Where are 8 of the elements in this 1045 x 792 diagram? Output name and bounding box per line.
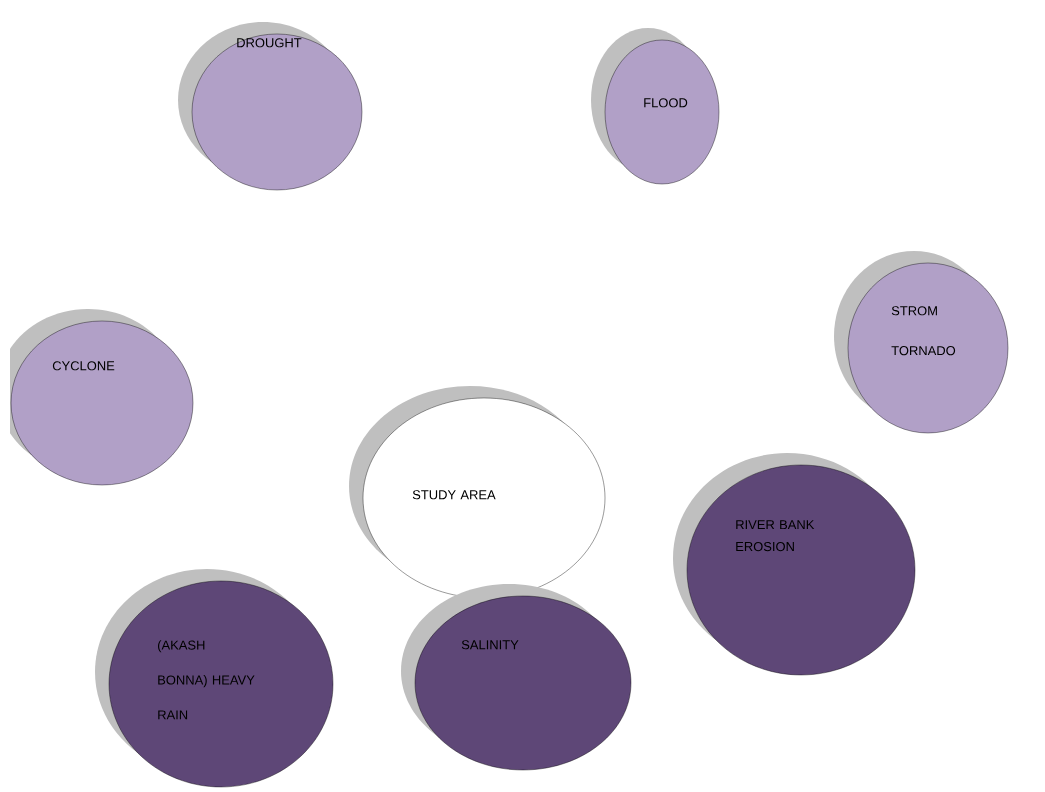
ellipse-node: CYCLONE — [10, 309, 194, 486]
ellipse-node: RIVER BANK EROSION — [673, 453, 916, 676]
ellipse-node: FLOOD — [591, 28, 720, 185]
ellipse-node: (AKASH BONNA) HEAVY RAIN — [95, 569, 334, 788]
ellipse-node: SALINITY — [401, 584, 632, 771]
ellipse-node: STUDY AREA — [349, 386, 606, 599]
ellipse-node: DROUGHT — [178, 22, 363, 191]
ellipse-node: STROM TORNADO — [834, 251, 1009, 434]
